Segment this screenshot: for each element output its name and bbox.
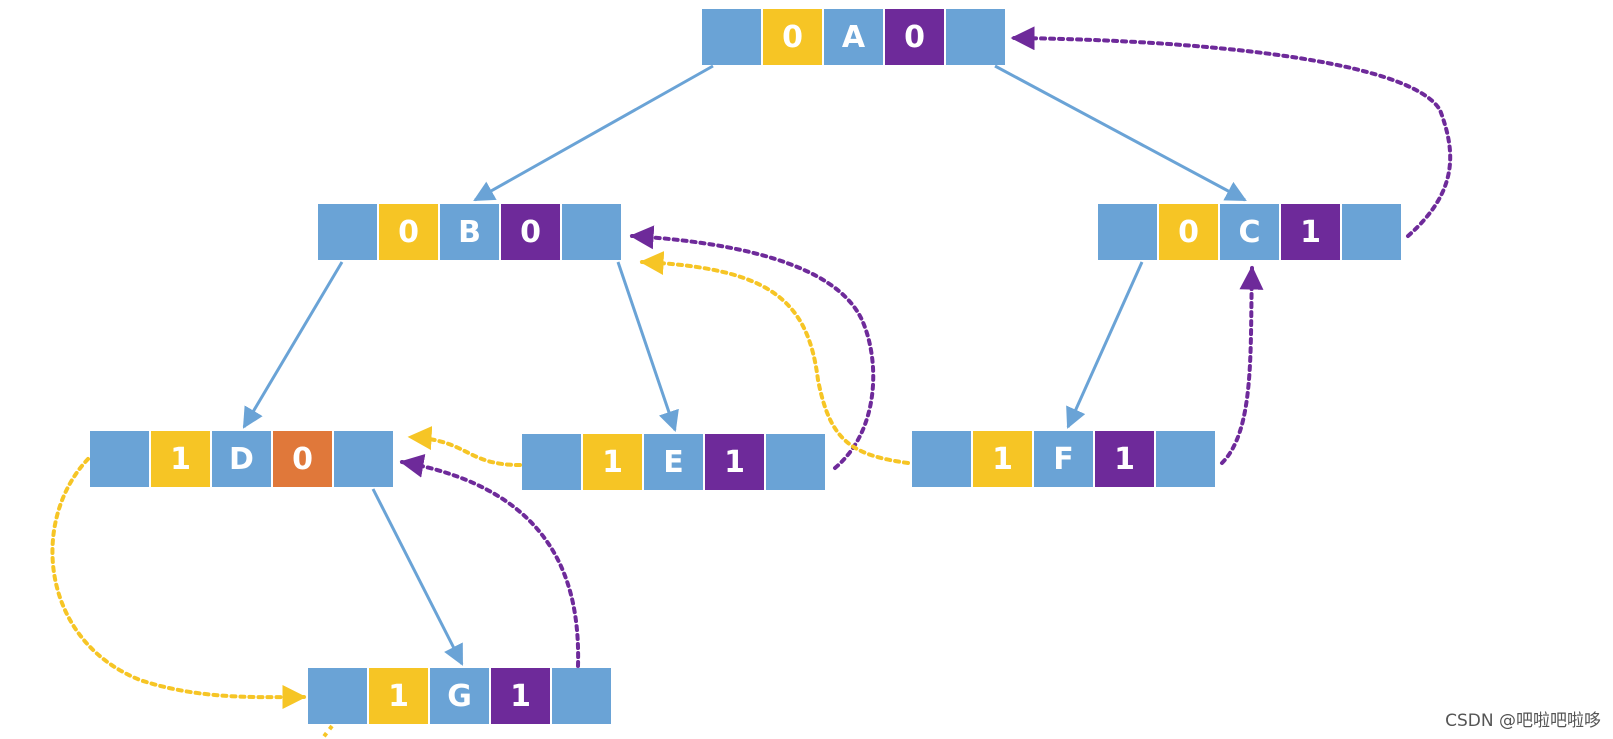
rchild-pointer-cell	[1156, 431, 1215, 487]
ltag-cell: 1	[973, 431, 1032, 487]
data-cell: A	[824, 9, 883, 65]
tree-edge-B-E	[616, 261, 679, 432]
rchild-pointer-cell	[766, 434, 825, 490]
ltag-cell: 1	[369, 668, 428, 724]
tree-edge-C-F	[1066, 261, 1144, 429]
data-cell: G	[430, 668, 489, 724]
tree-edge-A-B	[473, 64, 714, 202]
thread-left-F-B	[639, 251, 910, 465]
node-G: 1 G 1	[308, 668, 611, 724]
data-cell: D	[212, 431, 271, 487]
node-B: 0 B 0	[318, 204, 621, 260]
lchild-pointer-cell	[702, 9, 761, 65]
rtag-cell: 0	[885, 9, 944, 65]
ltag-cell: 0	[379, 204, 438, 260]
data-cell: F	[1034, 431, 1093, 487]
thread-tail-G	[320, 724, 334, 739]
tree-edge-A-C	[994, 64, 1247, 202]
data-cell: E	[644, 434, 703, 490]
rchild-pointer-cell	[562, 204, 621, 260]
thread-right-F-C	[1220, 265, 1264, 465]
tree-edge-D-G	[371, 488, 464, 666]
lchild-pointer-cell	[90, 431, 149, 487]
rchild-pointer-cell	[334, 431, 393, 487]
rtag-cell: 1	[491, 668, 550, 724]
data-cell: C	[1220, 204, 1279, 260]
ltag-cell: 1	[151, 431, 210, 487]
rchild-pointer-cell	[1342, 204, 1401, 260]
lchild-pointer-cell	[308, 668, 367, 724]
rtag-cell-highlighted: 0	[273, 431, 332, 487]
rchild-pointer-cell	[946, 9, 1005, 65]
rtag-cell: 1	[1095, 431, 1154, 487]
node-F: 1 F 1	[912, 431, 1215, 487]
ltag-cell: 0	[763, 9, 822, 65]
thread-left-E-D	[407, 426, 522, 467]
node-A: 0 A 0	[702, 9, 1005, 65]
lchild-pointer-cell	[522, 434, 581, 490]
lchild-pointer-cell	[1098, 204, 1157, 260]
rtag-cell: 0	[501, 204, 560, 260]
thread-left-D-G	[50, 457, 307, 710]
rchild-pointer-cell	[552, 668, 611, 724]
thread-right-G-D	[399, 453, 581, 668]
node-E: 1 E 1	[522, 434, 825, 490]
thread-right-C-A	[1010, 26, 1453, 238]
data-cell: B	[440, 204, 499, 260]
ltag-cell: 0	[1159, 204, 1218, 260]
watermark: CSDN @吧啦吧啦哆	[1445, 711, 1601, 731]
lchild-pointer-cell	[912, 431, 971, 487]
rtag-cell: 1	[705, 434, 764, 490]
node-D: 1 D 0	[90, 431, 393, 487]
tree-edge-B-D	[242, 261, 344, 429]
thread-right-E-B	[629, 225, 876, 470]
ltag-cell: 1	[583, 434, 642, 490]
lchild-pointer-cell	[318, 204, 377, 260]
node-C: 0 C 1	[1098, 204, 1401, 260]
rtag-cell: 1	[1281, 204, 1340, 260]
